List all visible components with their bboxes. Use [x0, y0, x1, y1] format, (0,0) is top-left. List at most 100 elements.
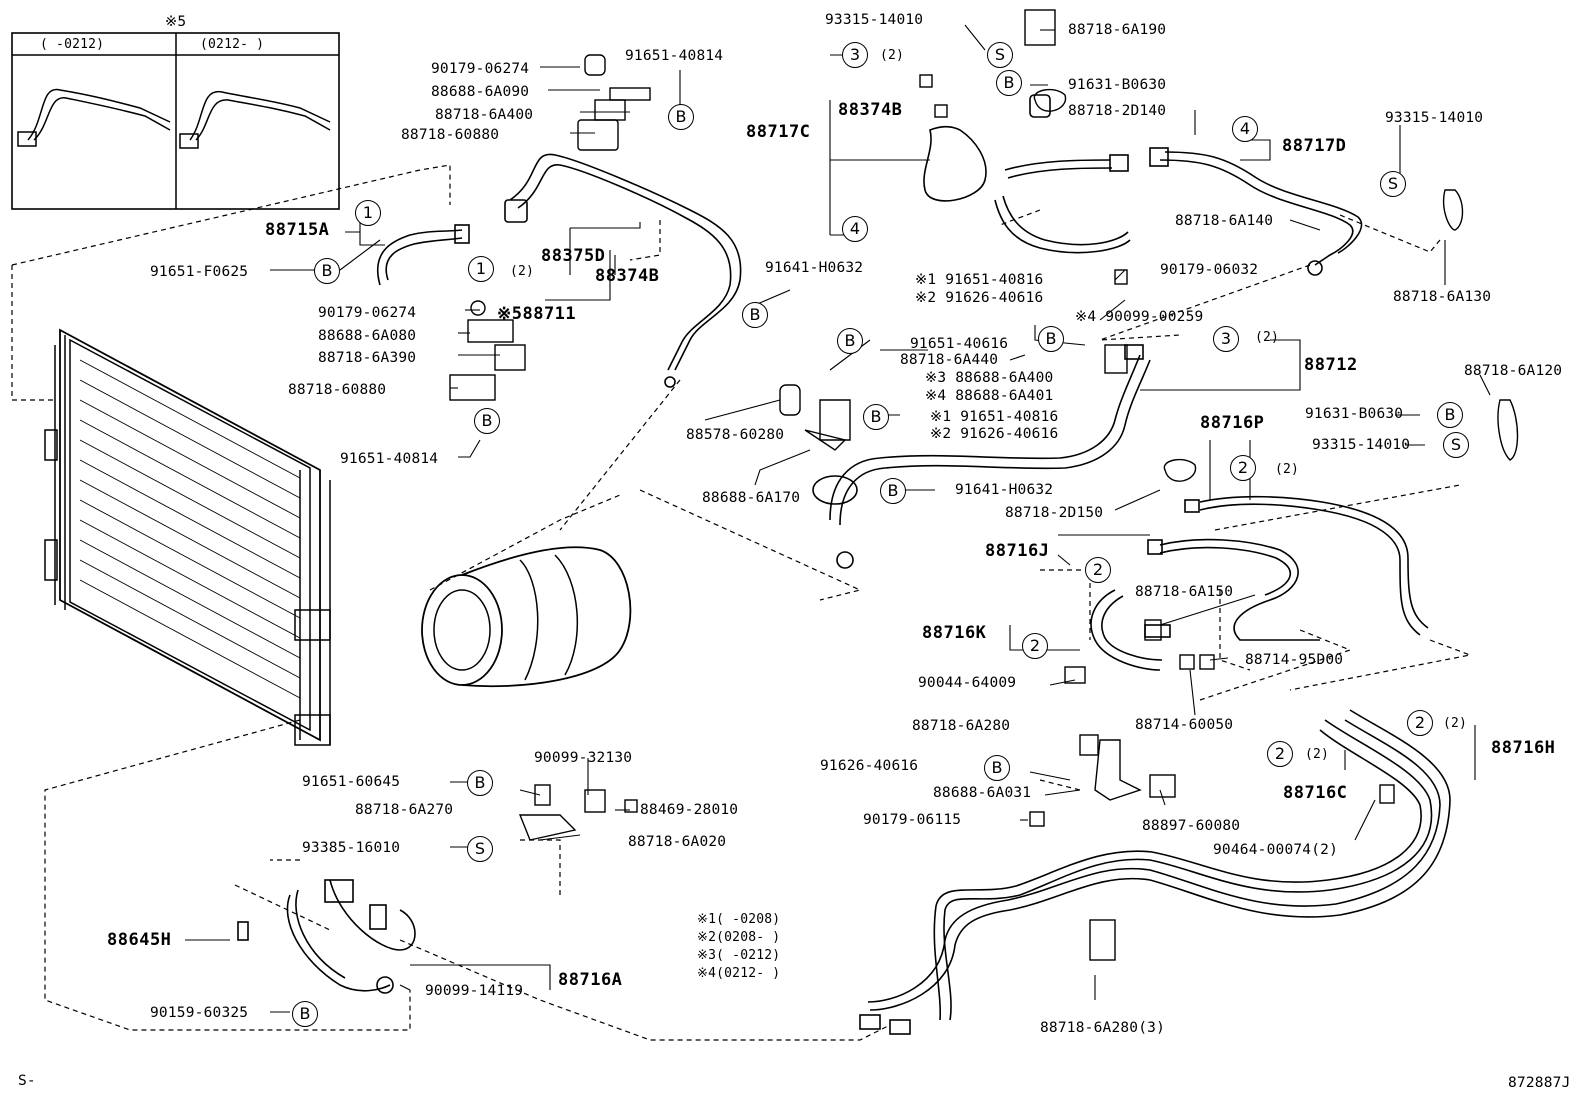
fittings-right — [779, 9, 1519, 641]
label-88375D: 88375D — [541, 246, 606, 266]
label-88716C: 88716C — [1283, 783, 1348, 803]
label-90044-64009: 90044-64009 — [918, 675, 1017, 691]
inset-fitting-left — [17, 131, 37, 147]
label-88374B-top: 88374B — [838, 100, 903, 120]
label-91641-H0632-top: 91641-H0632 — [765, 260, 864, 276]
callout-s-right: S — [1380, 171, 1406, 197]
label-91651-F0625: 91651-F0625 — [150, 264, 249, 280]
callout-2-88716K: 2 — [1022, 633, 1048, 659]
label-90099-32130: 90099-32130 — [534, 750, 633, 766]
label-90179-06274-mid: 90179-06274 — [318, 305, 417, 321]
qty-88712-3: (2) — [1255, 330, 1280, 345]
label-90099-00259: ※4 90099-00259 — [1075, 309, 1204, 325]
callout-4-right: 4 — [1232, 116, 1258, 142]
qty-88716H-2: (2) — [1443, 716, 1468, 731]
callout-2-88716H: 2 — [1407, 710, 1433, 736]
label-88718-6A130: 88718-6A130 — [1393, 289, 1492, 305]
label-91626-40616-a: ※2 91626-40616 — [915, 290, 1044, 306]
qty-88711-1: (2) — [510, 264, 535, 279]
callout-b-90099: B — [1038, 326, 1064, 352]
label-91626-40616-b: ※2 91626-40616 — [930, 426, 1059, 442]
callout-2-88716C: 2 — [1267, 741, 1293, 767]
callout-b-91631-right: B — [1437, 402, 1463, 428]
label-91631-B0630-top: 91631-B0630 — [1068, 77, 1167, 93]
label-88688-6A090: 88688-6A090 — [431, 84, 530, 100]
label-88718-6A140: 88718-6A140 — [1175, 213, 1274, 229]
label-91631-B0630-right: 91631-B0630 — [1305, 406, 1404, 422]
callout-b-top: B — [996, 70, 1022, 96]
pipe-88716A — [237, 879, 416, 994]
label-91651-60645: 91651-60645 — [302, 774, 401, 790]
pipe-88716K — [1090, 589, 1171, 671]
label-91651-40816-b: ※1 91651-40816 — [930, 409, 1059, 425]
inset-fitting-right — [179, 133, 199, 149]
callout-b-91651-60645: B — [467, 770, 493, 796]
note-3: ※3( -0212) — [697, 948, 781, 963]
label-88716P: 88716P — [1200, 413, 1265, 433]
callout-b-91651-40816: B — [863, 404, 889, 430]
label-88469-28010: 88469-28010 — [640, 802, 739, 818]
label-88716H: 88716H — [1491, 738, 1556, 758]
bracket-right-lower — [1029, 654, 1395, 961]
label-91651-40814-mid: 91651-40814 — [340, 451, 439, 467]
pipe-88712 — [812, 344, 1151, 569]
qty-88716P-2: (2) — [1275, 462, 1300, 477]
label-88688-6A400: ※3 88688-6A400 — [925, 370, 1054, 386]
callout-b-91651-F0625: B — [314, 258, 340, 284]
callout-b-91651-40814-top: B — [668, 104, 694, 130]
callout-1-88715A: 1 — [355, 200, 381, 226]
label-90179-06115: 90179-06115 — [863, 812, 962, 828]
label-88711: ※588711 — [497, 304, 577, 324]
label-88688-6A170: 88688-6A170 — [702, 490, 801, 506]
note-1: ※1( -0208) — [697, 912, 781, 927]
label-93315-14010-top: 93315-14010 — [825, 12, 924, 28]
note-4: ※4(0212- ) — [697, 966, 781, 981]
label-88688-6A401: ※4 88688-6A401 — [925, 388, 1054, 404]
compressor — [421, 546, 632, 688]
callout-2-88716P: 2 — [1230, 455, 1256, 481]
pipe-88711 — [504, 153, 742, 388]
label-91651-40814-top: 91651-40814 — [625, 48, 724, 64]
label-88374B-mid: 88374B — [595, 266, 660, 286]
label-88718-6A440: 88718-6A440 — [900, 352, 999, 368]
pipe-88715A — [377, 224, 470, 286]
label-91651-40816-a: ※1 91651-40816 — [915, 272, 1044, 288]
callout-2-88716J: 2 — [1085, 557, 1111, 583]
label-90099-14119: 90099-14119 — [425, 983, 524, 999]
label-88718-60880-mid: 88718-60880 — [288, 382, 387, 398]
label-91651-40616: 91651-40616 — [910, 336, 1009, 352]
label-88718-6A020: 88718-6A020 — [628, 834, 727, 850]
inset-note-mark: ※5 — [165, 14, 187, 30]
label-88718-2D150: 88718-2D150 — [1005, 505, 1104, 521]
label-88688-6A031: 88688-6A031 — [933, 785, 1032, 801]
label-88718-6A120: 88718-6A120 — [1464, 363, 1563, 379]
callout-s-top: S — [987, 42, 1013, 68]
label-88717C: 88717C — [746, 122, 811, 142]
note-2: ※2(0208- ) — [697, 930, 781, 945]
inset-range-right: (0212- ) — [200, 37, 265, 52]
label-93315-14010-r2: 93315-14010 — [1312, 437, 1411, 453]
label-88718-2D140: 88718-2D140 — [1068, 103, 1167, 119]
inset-range-left: ( -0212) — [40, 37, 105, 52]
pipe-88717 — [923, 94, 1363, 276]
label-88688-6A080: 88688-6A080 — [318, 328, 417, 344]
bracket-lower — [518, 784, 638, 841]
label-88714-60050: 88714-60050 — [1135, 717, 1234, 733]
corner-s: S- — [18, 1073, 36, 1089]
label-90464-00074: 90464-00074(2) — [1213, 842, 1339, 858]
callout-3-88712: 3 — [1213, 326, 1239, 352]
callout-b-91651-40814-mid: B — [474, 408, 500, 434]
label-88718-6A270: 88718-6A270 — [355, 802, 454, 818]
pipe-88716J — [1147, 538, 1320, 641]
callout-b-91641-mid: B — [880, 478, 906, 504]
label-88718-6A390: 88718-6A390 — [318, 350, 417, 366]
pipe-88716H-C — [859, 709, 1451, 1035]
callout-b-90159: B — [292, 1001, 318, 1027]
callout-s-93315-r2: S — [1443, 432, 1469, 458]
label-88714-95D00: 88714-95D00 — [1245, 652, 1344, 668]
label-88897-60080: 88897-60080 — [1142, 818, 1241, 834]
callout-b-91626-low: B — [984, 755, 1010, 781]
label-93315-14010-right: 93315-14010 — [1385, 110, 1484, 126]
